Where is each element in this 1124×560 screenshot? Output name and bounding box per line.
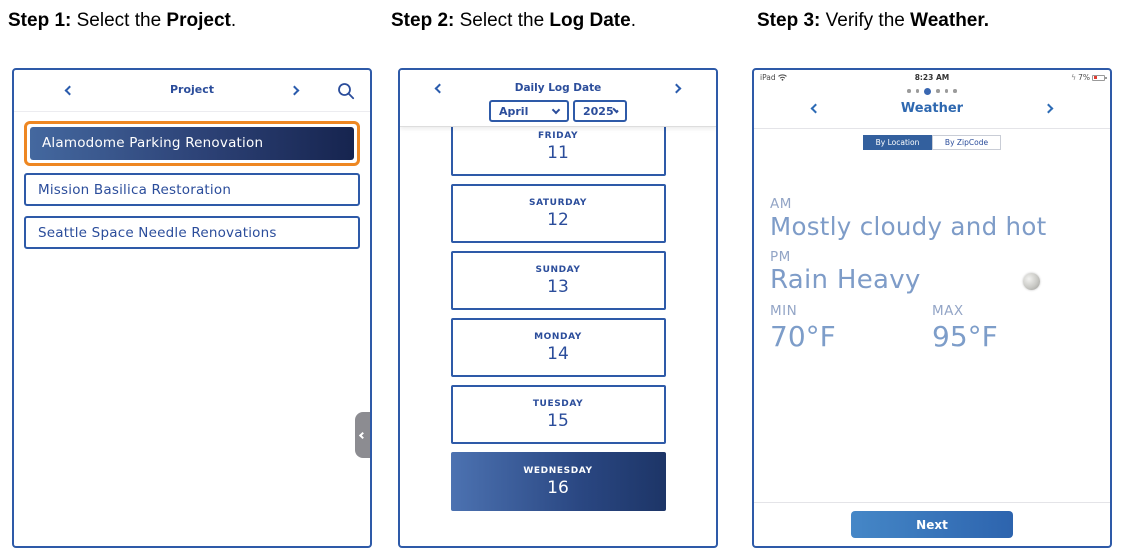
date-title: Daily Log Date [514,82,602,94]
drawer-collapse-handle[interactable] [355,412,370,458]
status-bar: iPad 8:23 AM ϟ 7% [754,70,1110,83]
min-label: MIN [770,303,798,319]
month-dropdown-value: April [499,104,529,118]
wifi-icon [777,74,787,81]
carrier-label: iPad [760,73,776,82]
day-name: SUNDAY [535,265,581,275]
weather-condition-icon [1022,272,1040,290]
day-name: FRIDAY [537,131,579,141]
step-3-caption: Step 3: Verify the Weather. [757,10,989,31]
page-dot [915,89,920,93]
max-label: MAX [932,303,964,319]
weather-title: Weather [900,101,964,116]
am-label: AM [770,196,792,212]
max-temperature: 95°F [932,320,998,353]
day-number: 15 [547,411,569,431]
chevron-down-icon [551,105,561,114]
am-condition: Mostly cloudy and hot [770,212,1047,241]
project-title: Project [169,83,215,96]
pm-label: PM [770,249,791,265]
page-dot [907,89,911,93]
day-cell[interactable]: WEDNESDAY 16 [450,452,666,511]
day-number: 14 [547,344,569,364]
date-header: Daily Log Date April 2025 [400,70,716,127]
weather-body: AM Mostly cloudy and hot PM Rain Heavy M… [754,196,1110,353]
page-dot-active [924,87,932,95]
day-cell[interactable]: SATURDAY 12 [450,184,666,243]
day-number: 16 [547,478,569,498]
page-dot [953,89,957,93]
day-name: TUESDAY [532,399,584,409]
tab-by-location[interactable]: By Location [863,135,932,150]
tab-by-zipcode[interactable]: By ZipCode [932,135,1001,150]
day-number: 12 [547,210,569,230]
project-header: Project [14,70,370,112]
battery-percent-label: 7% [1078,73,1090,82]
month-dropdown[interactable]: April [489,100,569,122]
project-item[interactable]: Mission Basilica Restoration [24,173,360,206]
year-dropdown-value: 2025 [583,104,614,118]
next-button[interactable]: Next [851,511,1013,538]
day-cell[interactable]: FRIDAY 11 [450,127,666,176]
weather-header: Weather [754,97,1110,125]
status-battery: ϟ 7% [1071,73,1107,82]
header-divider [754,128,1110,129]
day-name: MONDAY [534,332,582,342]
project-item[interactable]: Seattle Space Needle Renovations [24,216,360,249]
date-dropdowns: April 2025 [400,100,716,122]
drawer-collapse-icon [358,431,367,439]
day-cell[interactable]: MONDAY 14 [450,318,666,377]
year-dropdown[interactable]: 2025 [573,100,627,122]
day-name: SATURDAY [528,198,588,208]
weather-footer: Next [754,502,1110,546]
day-number: 13 [547,277,569,297]
day-cell[interactable]: SUNDAY 13 [450,251,666,310]
step-1-caption: Step 1: Select the Project. [8,10,237,31]
day-number: 11 [547,143,569,163]
page-dots [754,85,1110,97]
step-2-caption: Step 2: Select the Log Date. [391,10,636,31]
page-dot [944,89,949,93]
status-carrier: iPad [760,73,787,82]
bluetooth-icon: ϟ [1071,73,1077,82]
battery-icon [1092,74,1107,81]
page-dot [936,89,940,93]
day-cell[interactable]: TUESDAY 15 [450,385,666,444]
pm-condition: Rain Heavy [770,265,921,295]
min-temperature: 70°F [770,320,836,353]
day-name: WEDNESDAY [523,466,593,476]
search-icon[interactable] [336,81,356,101]
selection-highlight: Alamodome Parking Renovation [24,121,360,166]
status-time: 8:23 AM [914,73,950,82]
project-item[interactable]: Alamodome Parking Renovation [30,127,354,160]
